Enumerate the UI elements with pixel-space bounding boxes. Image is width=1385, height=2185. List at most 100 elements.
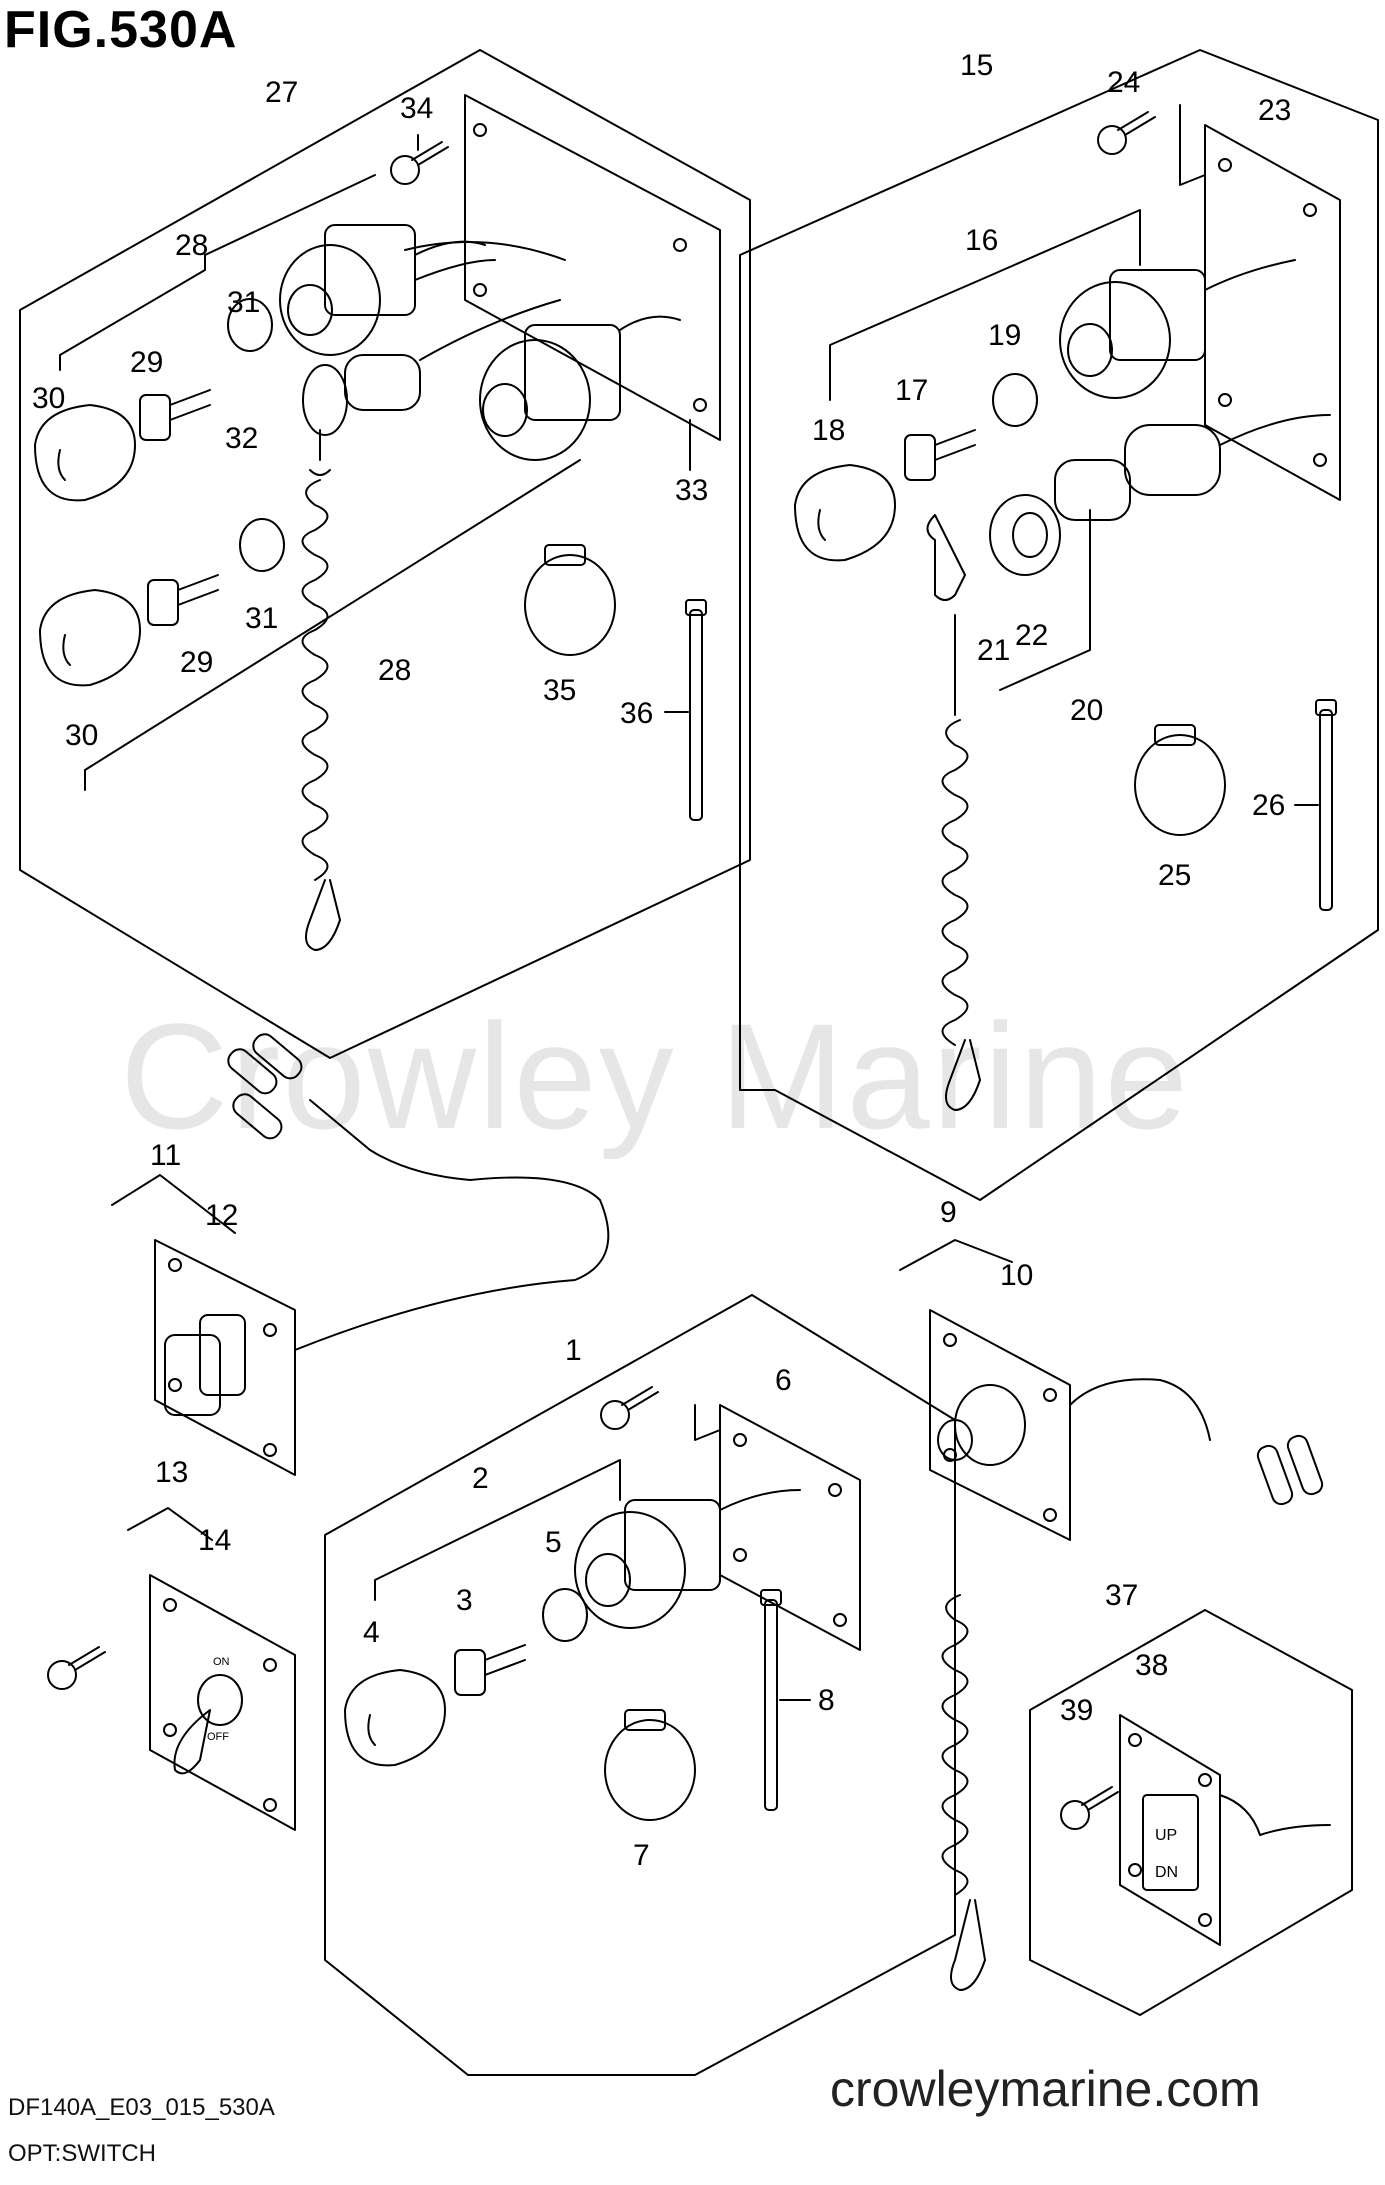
diagram-code: DF140A_E03_015_530A xyxy=(8,2094,275,2121)
cap-31b xyxy=(239,518,285,572)
callout-5: 5 xyxy=(545,1526,562,1559)
screw-39 xyxy=(1060,1786,1119,1830)
callout-10: 10 xyxy=(1000,1259,1033,1292)
callout-37: 37 xyxy=(1105,1579,1138,1612)
callout-11: 11 xyxy=(150,1139,181,1172)
callout-33: 33 xyxy=(675,474,708,507)
callout-13: 13 xyxy=(155,1456,188,1489)
screw-1 xyxy=(600,1386,659,1430)
toggle-plate-13 xyxy=(149,1574,296,1831)
key-cap-18 xyxy=(794,464,896,562)
connector-set-9 xyxy=(1256,1434,1324,1506)
callout-3: 3 xyxy=(456,1584,473,1617)
mounting-plate-33 xyxy=(464,94,721,441)
callout-18: 18 xyxy=(812,414,845,447)
screw-24 xyxy=(1097,111,1156,155)
main-switch-2 xyxy=(574,1489,801,1629)
callout-25: 25 xyxy=(1158,859,1191,892)
plug-7 xyxy=(604,1709,696,1821)
assembly-box-1 xyxy=(324,1294,956,2076)
key-cap-30b xyxy=(39,589,141,687)
plug-35 xyxy=(524,544,616,656)
callout-8: 8 xyxy=(818,1684,835,1717)
callout-35: 35 xyxy=(543,674,576,707)
cable-11 xyxy=(294,1099,610,1351)
plug-25 xyxy=(1134,724,1226,836)
connector-set-11 xyxy=(227,1033,303,1140)
main-switch-16 xyxy=(1059,259,1296,399)
callout-29: 29 xyxy=(130,346,163,379)
lanyard-cord-upper xyxy=(301,479,341,951)
key-3 xyxy=(454,1644,526,1696)
callout-30: 30 xyxy=(32,382,65,415)
trim-dn-label: DN xyxy=(1155,1864,1178,1881)
wire-harness xyxy=(404,241,566,361)
callout-28: 28 xyxy=(378,654,411,687)
leader-box-13 xyxy=(127,1507,213,1541)
callout-9: 9 xyxy=(940,1196,957,1229)
nut-22 xyxy=(989,494,1061,576)
stop-switch-32 xyxy=(302,354,421,476)
leader-box-9 xyxy=(899,1239,1013,1271)
leader-28b xyxy=(84,459,581,791)
key-29a xyxy=(139,389,211,441)
assembly-box-15 xyxy=(739,49,1379,1201)
stop-switch-20 xyxy=(1054,414,1331,521)
leader-20 xyxy=(999,509,1091,691)
cable-9 xyxy=(1069,1378,1211,1441)
trim-up-label: UP xyxy=(1155,1827,1177,1844)
callout-1: 1 xyxy=(565,1334,582,1367)
callout-22: 22 xyxy=(1015,619,1048,652)
assembly-box-37 xyxy=(1029,1609,1353,2016)
callout-26: 26 xyxy=(1252,789,1285,822)
leader-16 xyxy=(829,209,1141,401)
callout-36: 36 xyxy=(620,697,653,730)
toggle-off-label: OFF xyxy=(207,1731,229,1743)
callout-21: 21 xyxy=(977,634,1010,667)
cable-tie-26 xyxy=(1315,699,1337,911)
key-17 xyxy=(904,429,976,481)
cap-5 xyxy=(542,1588,588,1642)
screw-13 xyxy=(47,1646,106,1690)
callout-7: 7 xyxy=(633,1839,650,1872)
cable-tie-8 xyxy=(760,1589,782,1811)
callout-15: 15 xyxy=(960,49,993,82)
figure-title: FIG.530A xyxy=(4,1,238,59)
site-url[interactable]: crowleymarine.com xyxy=(830,2061,1261,2117)
main-switch-upper xyxy=(279,224,496,356)
callout-31: 31 xyxy=(227,286,260,319)
callout-4: 4 xyxy=(363,1616,380,1649)
callout-32: 32 xyxy=(225,422,258,455)
callout-31: 31 xyxy=(245,602,278,635)
leader-28a xyxy=(59,174,376,371)
cap-19 xyxy=(992,373,1038,427)
cable-tie-36 xyxy=(685,599,707,821)
callout-34: 34 xyxy=(400,92,433,125)
mounting-plate-23 xyxy=(1204,124,1341,501)
main-switch-lower xyxy=(479,315,681,461)
switch-plate-11 xyxy=(154,1239,296,1476)
callout-29: 29 xyxy=(180,646,213,679)
diagram-caption: OPT:SWITCH xyxy=(8,2140,156,2167)
assembly-box-27 xyxy=(19,49,751,1059)
leader-2 xyxy=(374,1459,621,1601)
leader-box-11 xyxy=(111,1174,236,1234)
callout-24: 24 xyxy=(1107,66,1140,99)
trim-switch-38 xyxy=(1119,1714,1331,1946)
callout-38: 38 xyxy=(1135,1649,1168,1682)
callout-2: 2 xyxy=(472,1462,489,1495)
callout-17: 17 xyxy=(895,374,928,407)
callout-14: 14 xyxy=(198,1524,231,1557)
key-cap-30a xyxy=(34,404,136,502)
key-cap-4 xyxy=(344,1669,446,1767)
key-29b xyxy=(147,574,219,626)
callout-28: 28 xyxy=(175,229,208,262)
callout-19: 19 xyxy=(988,319,1021,352)
lanyard-cord-9 xyxy=(941,1459,986,1991)
callout-12: 12 xyxy=(205,1199,238,1232)
callout-30: 30 xyxy=(65,719,98,752)
switch-plate-9 xyxy=(929,1309,1071,1541)
cap-31a xyxy=(227,298,273,352)
callout-23: 23 xyxy=(1258,94,1291,127)
